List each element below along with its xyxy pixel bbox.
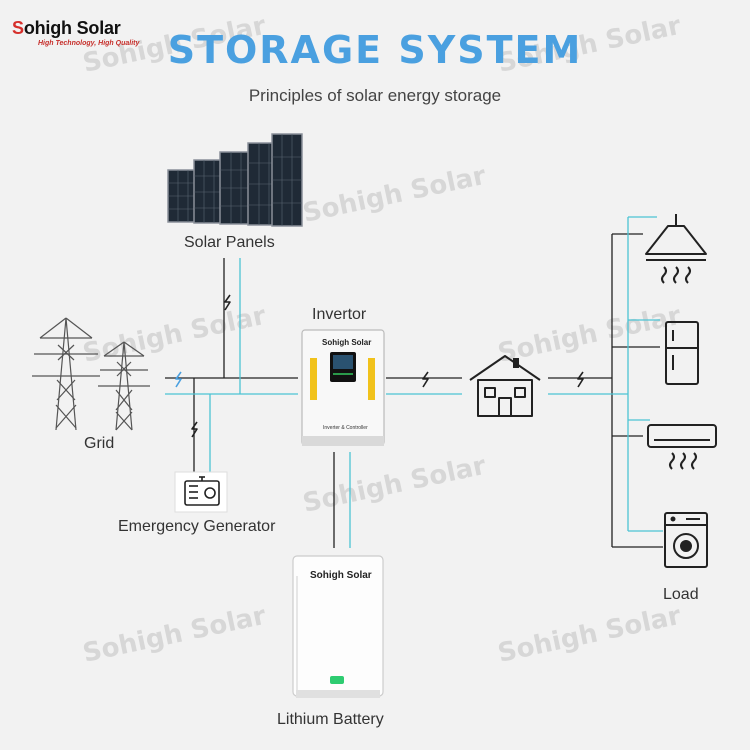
range-hood-icon — [645, 214, 707, 284]
battery-status-led — [330, 676, 344, 684]
emergency-generator-label: Emergency Generator — [118, 518, 276, 535]
air-conditioner-icon — [647, 424, 717, 470]
lightning-icon — [577, 371, 584, 388]
watermark: Sohigh Solar — [300, 161, 488, 229]
page-subtitle: Principles of solar energy storage — [248, 86, 502, 105]
lightning-icon — [224, 294, 231, 311]
brand-logo: Sohigh Solar High Technology, High Quali… — [12, 18, 162, 58]
watermark: Sohigh Solar — [495, 301, 683, 369]
lightning-icon — [175, 371, 182, 388]
lightning-icon — [191, 421, 198, 438]
battery-icon — [292, 555, 384, 698]
generator-icon — [174, 471, 228, 513]
house-icon — [469, 355, 541, 417]
inverter-model-text: Inverter & Controller — [323, 425, 368, 431]
washing-machine-icon — [664, 512, 708, 568]
brand-name: Sohigh Solar — [12, 18, 121, 38]
transmission-tower-icon — [98, 341, 150, 431]
lithium-battery-label: Lithium Battery — [277, 711, 384, 728]
inverter-label: Invertor — [312, 306, 367, 323]
page-title: STORAGE SYSTEM — [167, 28, 583, 72]
grid-towers-icon — [32, 317, 150, 431]
grid-label: Grid — [84, 435, 115, 452]
battery-brand-text: Sohigh Solar — [310, 570, 372, 581]
cyan-wires — [165, 216, 663, 548]
bolt-markers — [175, 294, 584, 438]
transmission-tower-icon — [32, 317, 100, 431]
solar-panel-icon — [167, 169, 199, 223]
load-label: Load — [663, 586, 699, 603]
watermark: Sohigh Solar — [495, 601, 683, 669]
refrigerator-icon — [665, 321, 699, 385]
solar-panel-icon — [271, 133, 303, 227]
inverter-brand-text: Sohigh Solar — [322, 338, 372, 347]
watermark: Sohigh Solar — [80, 601, 268, 669]
solar-panels-label: Solar Panels — [184, 234, 275, 251]
watermark: Sohigh Solar — [300, 451, 488, 519]
solar-panels-icon — [167, 133, 303, 227]
lightning-icon — [422, 371, 429, 388]
brand-tagline: High Technology, High Quality — [38, 40, 140, 47]
inverter-icon — [301, 329, 385, 446]
solar-panel-icon — [219, 151, 253, 225]
